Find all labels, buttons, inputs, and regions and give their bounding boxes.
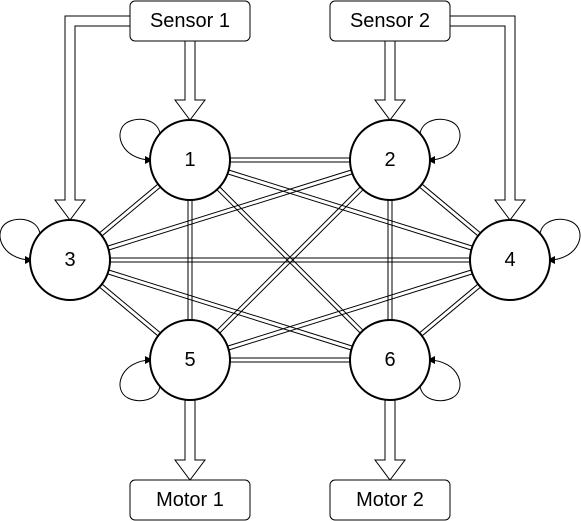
arrow-outline [54, 15, 131, 221]
motor-1-label: Motor 1 [156, 489, 224, 511]
motor-2-box: Motor 2 [329, 479, 451, 521]
self-loops-layer [0, 118, 581, 402]
arrow-sensor1-to-n3 [54, 15, 131, 221]
edge-line [219, 186, 364, 331]
neuron-5-label: 5 [184, 349, 195, 371]
arrow-sensor1-to-n1 [174, 40, 206, 121]
sensor-2-label: Sensor 2 [350, 10, 430, 32]
arrow-sensor2-to-n4 [449, 15, 526, 221]
arrow-n6-to-motor2 [374, 399, 406, 481]
arrow-sensor2-to-n2 [374, 40, 406, 121]
edge-n1-n3 [99, 183, 161, 237]
edge-line [108, 173, 353, 251]
edge-n4-n6 [419, 283, 481, 337]
self-loop-n6 [419, 356, 461, 402]
self-loop-n4 [539, 218, 581, 264]
neuron-6-label: 6 [384, 349, 395, 371]
edge-line [419, 283, 479, 334]
edge-line [419, 186, 479, 237]
edge-line [216, 189, 361, 334]
edge-n2-n3 [107, 169, 353, 251]
hollow-arrows-layer [54, 15, 526, 481]
arrow-outline [174, 399, 206, 481]
arrow-outline [374, 399, 406, 481]
neuron-4-label: 4 [504, 249, 515, 271]
arrow-outline [174, 40, 206, 121]
self-loop-n5 [119, 356, 161, 402]
edge-line [219, 189, 364, 334]
edge-line [107, 169, 352, 247]
edge-n1-n4 [227, 169, 473, 251]
edge-n2-n4 [419, 183, 481, 237]
arrow-n5-to-motor1 [174, 399, 206, 481]
self-loop-n1 [119, 118, 161, 164]
edge-n3-n4 [110, 257, 470, 263]
edge-line [227, 173, 472, 251]
edge-line [101, 186, 161, 237]
edge-n3-n6 [107, 269, 353, 351]
edge-line [227, 269, 472, 347]
edge-line [421, 183, 481, 234]
edge-line [101, 283, 161, 334]
edge-n5-n6 [230, 357, 350, 363]
edge-n2-n6 [387, 200, 393, 320]
neuron-node-1: 1 [149, 119, 231, 201]
edges-layer [99, 157, 481, 363]
edge-n3-n5 [99, 283, 161, 337]
edge-line [108, 269, 353, 347]
neuron-node-6: 6 [349, 319, 431, 401]
edge-n1-n6 [216, 186, 364, 334]
edge-line [107, 273, 352, 351]
sensor-1-label: Sensor 1 [150, 10, 230, 32]
motor-2-label: Motor 2 [356, 489, 424, 511]
edge-line [228, 169, 473, 247]
edge-n4-n5 [227, 269, 473, 351]
edge-line [216, 186, 361, 331]
neuron-node-5: 5 [149, 319, 231, 401]
arrow-outline [374, 40, 406, 121]
neuron-node-2: 2 [349, 119, 431, 201]
edge-n1-n5 [187, 200, 193, 320]
sensor-1-box: Sensor 1 [129, 0, 251, 42]
edge-line [99, 183, 159, 234]
neuron-1-label: 1 [184, 149, 195, 171]
neuron-node-3: 3 [29, 219, 111, 301]
edge-n2-n5 [216, 186, 364, 334]
edge-n1-n2 [230, 157, 350, 163]
sensor-2-box: Sensor 2 [329, 0, 451, 42]
edge-line [228, 273, 473, 351]
motor-1-box: Motor 1 [129, 479, 251, 521]
neuron-2-label: 2 [384, 149, 395, 171]
edge-line [99, 286, 159, 337]
neuron-node-4: 4 [469, 219, 551, 301]
arrow-outline [449, 15, 526, 221]
self-loop-n2 [419, 118, 461, 164]
edge-line [421, 286, 481, 337]
neuron-3-label: 3 [64, 249, 75, 271]
self-loop-n3 [0, 218, 41, 264]
